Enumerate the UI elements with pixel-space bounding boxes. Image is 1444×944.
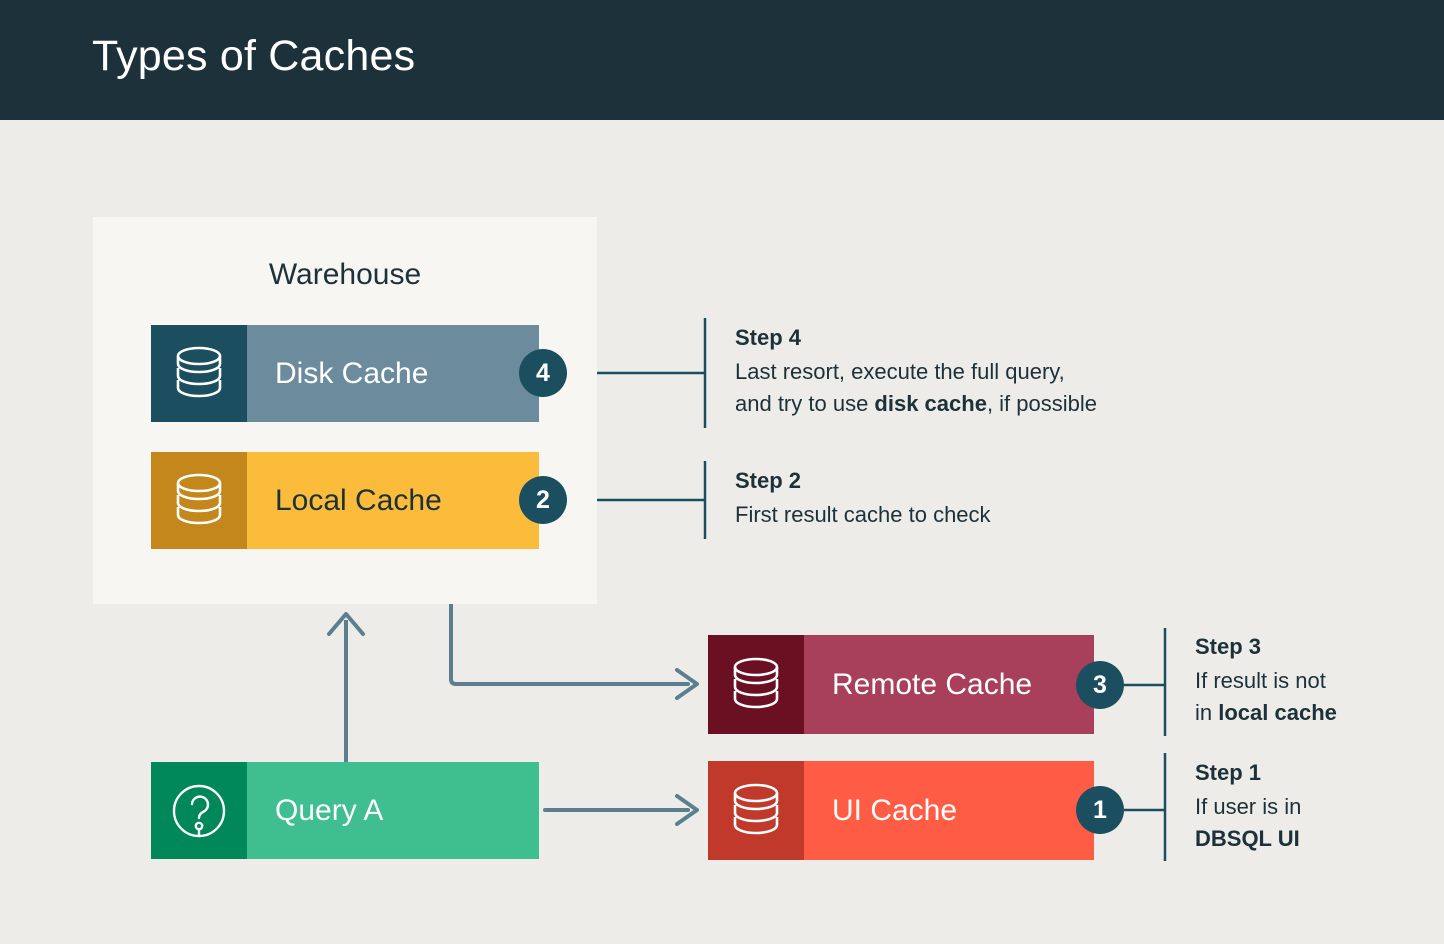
ui-cache-bar[interactable]: UI Cache	[708, 761, 1094, 860]
connector-badge-3-to-step-3	[1124, 628, 1167, 736]
step-1-line1: If user is in	[1195, 794, 1302, 819]
step-3-line2-pre: in	[1195, 700, 1219, 726]
local-cache-label: Local Cache	[275, 483, 442, 517]
step-4-line1: Last resort, execute the full query,	[735, 359, 1065, 384]
step-4-annotation: Step 4 Last resort, execute the full que…	[735, 325, 1255, 421]
step-1-line2-bold: DBSQL UI	[1195, 826, 1300, 852]
ui-cache-label: UI Cache	[832, 793, 958, 827]
database-icon	[708, 761, 804, 860]
connector-query-a-to-ui-cache	[543, 794, 699, 826]
step-3-description: If result is not in local cache	[1195, 665, 1435, 730]
remote-cache-label: Remote Cache	[832, 667, 1033, 701]
step-1-annotation: Step 1 If user is in DBSQL UI	[1195, 760, 1435, 856]
step-badge-1[interactable]: 1	[1076, 786, 1124, 834]
query-a-bar[interactable]: Query A	[151, 762, 539, 859]
warehouse-label: Warehouse	[268, 258, 422, 291]
step-4-line2-pre: and try to use	[735, 391, 875, 417]
connector-badge-1-to-step-1	[1124, 753, 1167, 861]
disk-cache-bar[interactable]: Disk Cache	[151, 325, 539, 422]
remote-cache-bar[interactable]: Remote Cache	[708, 635, 1094, 734]
query-a-label: Query A	[275, 793, 384, 827]
page-title: Types of Caches	[92, 32, 416, 80]
step-2-title: Step 2	[735, 468, 802, 493]
connector-query-a-to-warehouse	[327, 612, 365, 762]
database-icon	[151, 325, 247, 422]
local-cache-bar[interactable]: Local Cache	[151, 452, 539, 549]
header-bar: Types of Caches	[0, 0, 1444, 120]
step-2-annotation: Step 2 First result cache to check	[735, 468, 1255, 531]
step-3-line1: If result is not	[1195, 668, 1326, 693]
step-badge-2[interactable]: 2	[519, 476, 567, 524]
step-3-annotation: Step 3 If result is not in local cache	[1195, 634, 1435, 730]
step-3-title: Step 3	[1195, 634, 1262, 659]
database-icon	[708, 635, 804, 734]
step-4-title: Step 4	[735, 325, 802, 350]
database-icon	[151, 452, 247, 549]
step-4-description: Last resort, execute the full query, and…	[735, 356, 1255, 421]
step-1-description: If user is in DBSQL UI	[1195, 791, 1435, 856]
disk-cache-label: Disk Cache	[275, 356, 429, 390]
step-4-line2-post: , if possible	[986, 391, 1097, 417]
step-1-title: Step 1	[1195, 760, 1262, 785]
question-circle-icon	[151, 762, 247, 859]
step-badge-3[interactable]: 3	[1076, 661, 1124, 709]
step-3-line2-bold: local cache	[1218, 700, 1337, 726]
step-badge-4[interactable]: 4	[519, 349, 567, 397]
step-4-line2-bold: disk cache	[874, 391, 987, 417]
step-2-description: First result cache to check	[735, 502, 991, 527]
